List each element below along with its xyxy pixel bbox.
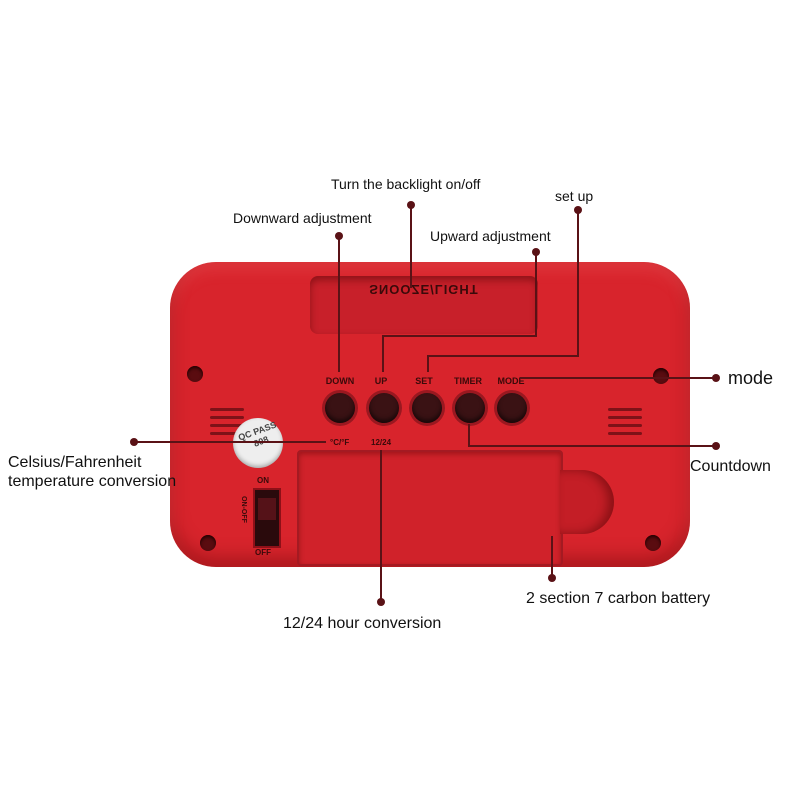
- leader-upward: [382, 252, 537, 372]
- callout-upward: Upward adjustment: [430, 228, 551, 244]
- power-switch-knob[interactable]: [258, 498, 276, 520]
- timer-button[interactable]: [455, 393, 485, 423]
- temp-unit-label: °C/°F: [330, 438, 350, 447]
- dot-downward: [335, 232, 343, 240]
- set-button[interactable]: [412, 393, 442, 423]
- leader-countdown: [468, 424, 716, 447]
- mode-button[interactable]: [497, 393, 527, 423]
- leader-setup: [427, 210, 579, 372]
- callout-hour: 12/24 hour conversion: [283, 615, 442, 632]
- switch-on-label: ON: [257, 476, 269, 485]
- callout-celsius-line2: temperature conversion: [8, 473, 177, 490]
- dot-hour: [377, 598, 385, 606]
- dot-countdown: [712, 442, 720, 450]
- power-switch[interactable]: [253, 488, 281, 548]
- down-button-label: DOWN: [325, 376, 355, 386]
- dot-backlight: [407, 201, 415, 209]
- callout-battery: 2 section 7 carbon battery: [526, 590, 711, 607]
- screw-hole-left: [187, 366, 203, 382]
- callout-mode: mode: [728, 368, 774, 388]
- timer-button-label: TIMER: [454, 376, 482, 386]
- down-button[interactable]: [325, 393, 355, 423]
- callout-countdown: Countdown: [690, 458, 771, 475]
- screw-hole-bottom-left: [200, 535, 216, 551]
- hour-format-label: 12/24: [371, 438, 392, 447]
- screw-hole-bottom-right: [645, 535, 661, 551]
- up-button[interactable]: [369, 393, 399, 423]
- snooze-light-bar: SNOOZE/LIGHT: [310, 276, 538, 334]
- set-button-label: SET: [415, 376, 433, 386]
- up-button-label: UP: [374, 376, 388, 386]
- callout-backlight: Turn the backlight on/off: [331, 176, 481, 192]
- callout-downward: Downward adjustment: [233, 210, 372, 226]
- dot-setup: [574, 206, 582, 214]
- switch-off-label: OFF: [255, 548, 271, 557]
- dot-upward: [532, 248, 540, 256]
- battery-cover[interactable]: [297, 450, 563, 566]
- mode-button-label: MODE: [497, 376, 525, 386]
- dot-mode: [712, 374, 720, 382]
- screw-hole-right: [653, 368, 669, 384]
- callout-celsius-line1: Celsius/Fahrenheit: [8, 454, 142, 471]
- dot-celsius: [130, 438, 138, 446]
- battery-latch[interactable]: [560, 470, 614, 534]
- dot-battery: [548, 574, 556, 582]
- callout-set-up: set up: [555, 188, 594, 204]
